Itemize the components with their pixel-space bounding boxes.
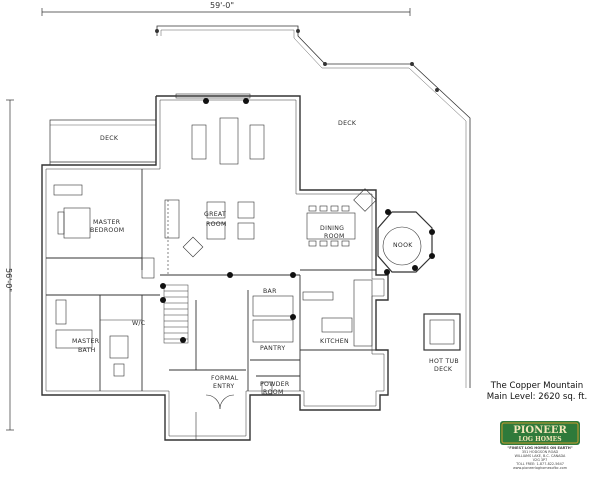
exterior-wall (41, 95, 389, 441)
company-logo: PIONEER LOG HOMES "FINEST LOG HOMES ON E… (492, 421, 588, 475)
depth-dimension-line (6, 99, 14, 431)
bar-label: BAR (263, 288, 277, 295)
logo-city: WILLIAMS LAKE, B.C. CANADA (514, 454, 566, 459)
wic-label: W/C (132, 320, 145, 327)
hot-tub-deck-label-line1: HOT TUB (429, 358, 459, 365)
master-bedroom-label-line2: BEDROOM (90, 227, 124, 234)
depth-dimension-label: 56'-0" (4, 268, 13, 292)
master-bath-label-line1: MASTER (72, 338, 100, 345)
hot-tub (423, 313, 461, 351)
structural-posts (160, 98, 435, 343)
staircase (163, 284, 189, 344)
plan-caption: The Copper Mountain Main Level: 2620 sq.… (478, 381, 596, 403)
logo-badge: PIONEER LOG HOMES (500, 421, 580, 445)
great-room-label-line1: GREAT (204, 211, 226, 218)
deck-label-right: DECK (338, 120, 357, 127)
nook-bay (377, 211, 433, 273)
left-deck-outline (49, 119, 157, 166)
kitchen-island (321, 317, 353, 333)
master-bed (63, 207, 91, 239)
logo-tagline: "FINEST LOG HOMES ON EARTH" (507, 446, 573, 450)
kitchen-label: KITCHEN (320, 338, 349, 345)
master-bath-label-line2: BATH (78, 347, 96, 354)
logo-brand-line2: LOG HOMES (518, 436, 561, 443)
plan-title: The Copper Mountain (490, 381, 584, 391)
hot-tub-deck-label-line2: DECK (434, 366, 453, 373)
logo-postal: V2G 3P7 (532, 458, 548, 463)
powder-room-label-line2: ROOM (263, 389, 284, 396)
logo-brand-line1: PIONEER (513, 425, 567, 436)
powder-room-label-line1: POWDER (260, 381, 290, 388)
formal-entry-label-line2: ENTRY (213, 383, 235, 390)
logo-phone: TOLL FREE: 1-877-822-5647 (516, 462, 564, 467)
plan-subtitle: Main Level: 2620 sq. ft. (486, 392, 588, 402)
master-bedroom-label-line1: MASTER (93, 219, 121, 226)
width-dimension-label: 59'-0" (210, 1, 234, 10)
deck-outline (156, 25, 471, 388)
formal-entry-label-line1: FORMAL (211, 375, 239, 382)
pantry-label: PANTRY (260, 345, 285, 352)
dining-room-label-line1: DINING (320, 225, 344, 232)
logo-web: www.pioneerloghomesofbc.com (512, 466, 568, 471)
dining-table (306, 212, 356, 240)
great-room-label-line2: ROOM (206, 221, 227, 228)
dining-room-label-line2: ROOM (324, 233, 345, 240)
nook-label: NOOK (393, 242, 413, 249)
width-dimension-line (41, 8, 411, 16)
logo-address: 351 HODGSON ROAD (521, 450, 559, 455)
deck-label-left: DECK (100, 135, 119, 142)
